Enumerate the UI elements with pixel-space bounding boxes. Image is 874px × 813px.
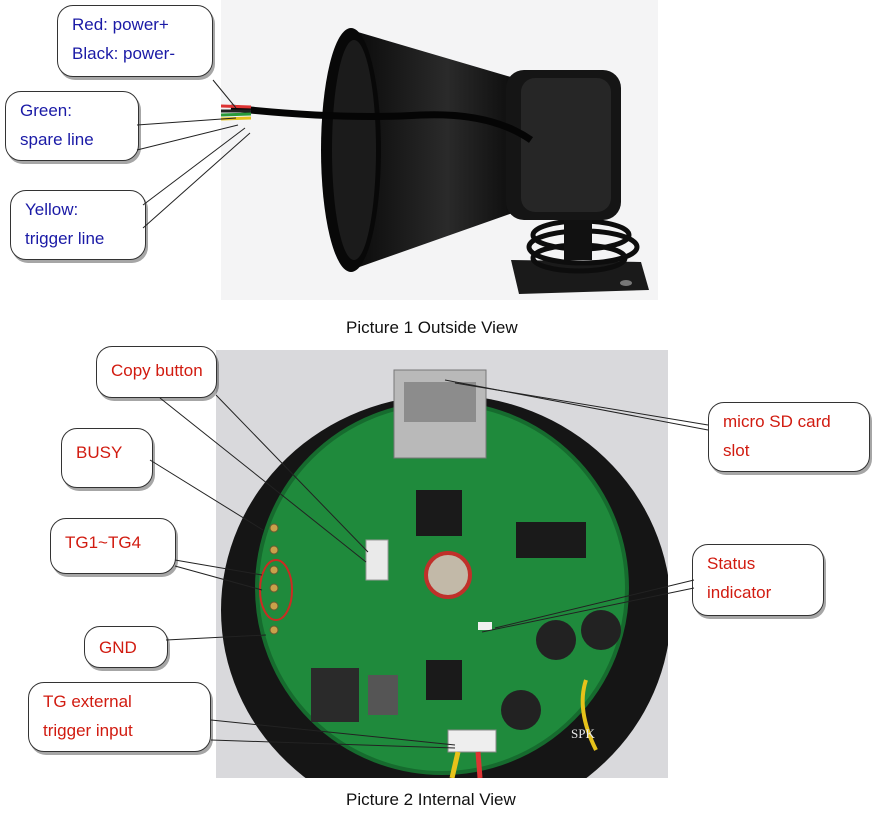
pcb-board-image: SPK xyxy=(216,350,668,778)
trigger-line-text: trigger line xyxy=(25,229,105,248)
gnd-callout: GND xyxy=(84,626,168,668)
picture-2-caption: Picture 2 Internal View xyxy=(346,790,516,809)
busy-callout: BUSY xyxy=(61,428,153,488)
slot-text: slot xyxy=(723,441,750,460)
tg-external-callout: TG external trigger input xyxy=(28,682,211,752)
green-label-text: Green: xyxy=(20,101,72,120)
tg1-tg4-callout: TG1~TG4 xyxy=(50,518,176,574)
yellow-label-text: Yellow: xyxy=(25,200,79,219)
picture-1-caption: Picture 1 Outside View xyxy=(346,318,518,337)
internal-view-photo: SPK xyxy=(216,350,668,778)
red-black-callout: Red: power+ Black: power- xyxy=(57,5,213,77)
spk-silkscreen: SPK xyxy=(571,726,595,741)
spare-line-text: spare line xyxy=(20,130,94,149)
copy-button-text: Copy button xyxy=(111,361,203,380)
status-text: Status xyxy=(707,554,756,573)
tg1-tg4-text: TG1~TG4 xyxy=(65,533,142,552)
indicator-text: indicator xyxy=(707,583,772,602)
busy-text: BUSY xyxy=(76,443,123,462)
green-callout: Green: spare line xyxy=(5,91,139,161)
black-power-minus-text: Black: power- xyxy=(72,44,175,63)
gnd-text: GND xyxy=(99,638,137,657)
status-indicator-callout: Status indicator xyxy=(692,544,824,616)
yellow-callout: Yellow: trigger line xyxy=(10,190,146,260)
red-power-plus-text: Red: power+ xyxy=(72,15,169,34)
horn-speaker-image xyxy=(221,28,649,294)
micro-sd-callout: micro SD card slot xyxy=(708,402,870,472)
micro-sd-text: micro SD card xyxy=(723,412,831,431)
trigger-input-text: trigger input xyxy=(43,721,133,740)
outside-view-photo xyxy=(221,0,658,300)
tg-external-text: TG external xyxy=(43,692,132,711)
copy-button-callout: Copy button xyxy=(96,346,217,398)
